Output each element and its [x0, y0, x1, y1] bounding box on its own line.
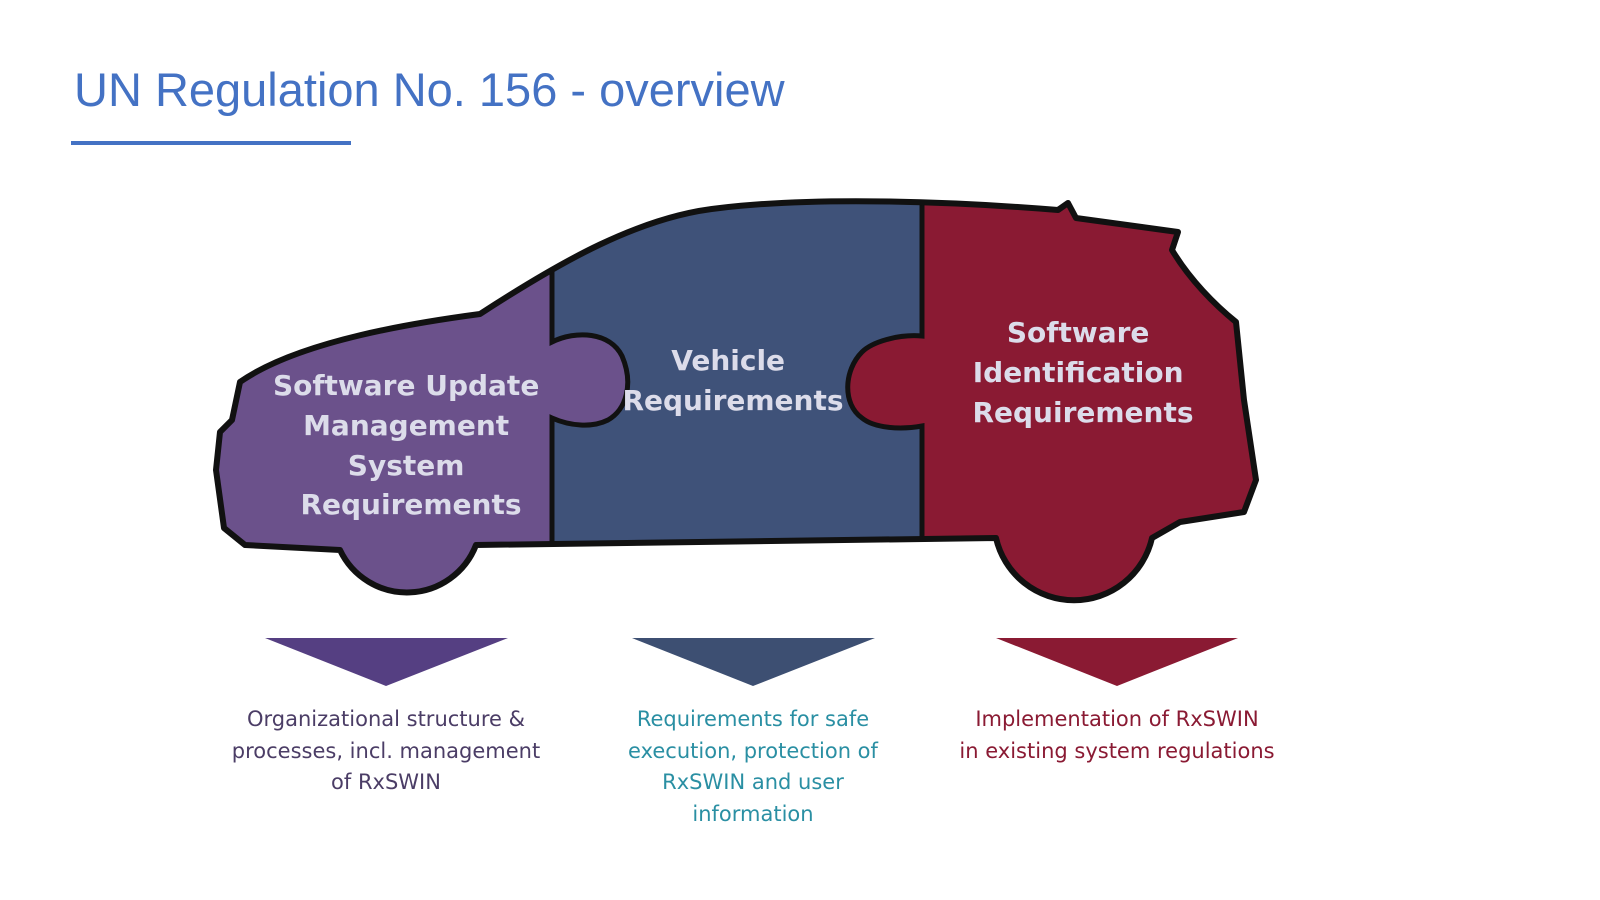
software-identification-piece-label: Software Identification Requirements — [972, 316, 1193, 429]
software-identification-caption: Implementation of RxSWIN in existing sys… — [937, 704, 1297, 767]
sums-caption: Organizational structure & processes, in… — [216, 704, 556, 799]
sums-piece-label: Software Update Management System Requir… — [273, 369, 549, 521]
caption-line: execution, protection of — [628, 738, 878, 763]
caption-line: in existing system regulations — [959, 738, 1275, 763]
slide-title: UN Regulation No. 156 - overview — [74, 63, 785, 116]
caption-line: Implementation of RxSWIN — [975, 707, 1259, 731]
car-outline — [213, 198, 1259, 604]
title-underline — [71, 141, 351, 145]
caption-line: processes, incl. management — [231, 738, 541, 763]
vehicle-piece-label: Vehicle Requirements — [622, 344, 843, 417]
vehicle-caption: Requirements for safe execution, protect… — [583, 704, 923, 830]
caption-line: Organizational structure & — [247, 707, 525, 731]
caption-line: RxSWIN and user — [662, 770, 844, 794]
caption-line: Requirements for safe — [636, 707, 870, 731]
sums-down-arrow — [265, 638, 508, 686]
caption-line: information — [692, 801, 814, 826]
software-identification-down-arrow — [996, 638, 1238, 686]
caption-line: of RxSWIN — [331, 770, 441, 794]
vehicle-puzzle-piece — [552, 201, 922, 601]
vehicle-down-arrow — [632, 638, 875, 686]
sums-vehicle-seam — [549, 201, 631, 601]
vehicle-software-seam — [845, 201, 925, 601]
